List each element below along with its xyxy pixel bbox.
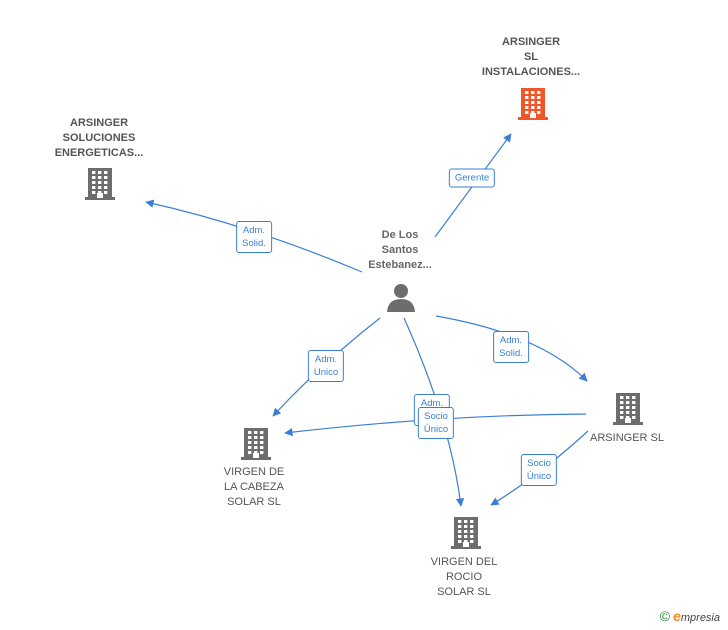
- empresia-copyright: ©empresia: [660, 608, 720, 624]
- edge-label-n3-n4[interactable]: Socio Único: [417, 407, 455, 439]
- building-icon[interactable]: [518, 86, 548, 125]
- edge-label-p-n1[interactable]: Gerente: [448, 168, 496, 188]
- node-label-n1[interactable]: ARSINGER SL INSTALACIONES...: [481, 36, 581, 78]
- copyright-icon: ©: [659, 608, 671, 624]
- edge-label-p-n2[interactable]: Adm. Solid.: [236, 221, 272, 253]
- node-label-n3[interactable]: ARSINGER SL: [590, 432, 664, 444]
- node-label-p[interactable]: De Los Santos Estebanez...: [368, 229, 432, 271]
- brand-name: mpresia: [680, 612, 720, 624]
- node-label-n2[interactable]: ARSINGER SOLUCIONES ENERGETICAS...: [54, 117, 144, 159]
- brand-initial: e: [673, 608, 681, 624]
- edge-label-p-n4[interactable]: Adm. Unico: [307, 350, 345, 382]
- building-icon[interactable]: [613, 391, 643, 430]
- building-icon[interactable]: [451, 515, 481, 554]
- building-icon[interactable]: [241, 426, 271, 465]
- node-label-n4[interactable]: VIRGEN DE LA CABEZA SOLAR SL: [223, 466, 285, 508]
- node-label-n5[interactable]: VIRGEN DEL ROCIO SOLAR SL: [430, 556, 498, 598]
- building-icon[interactable]: [85, 166, 115, 205]
- edge-label-p-n3[interactable]: Adm. Solid.: [493, 331, 529, 363]
- edge-label-n3-n5[interactable]: Socio Único: [520, 454, 558, 486]
- person-icon[interactable]: [386, 282, 416, 317]
